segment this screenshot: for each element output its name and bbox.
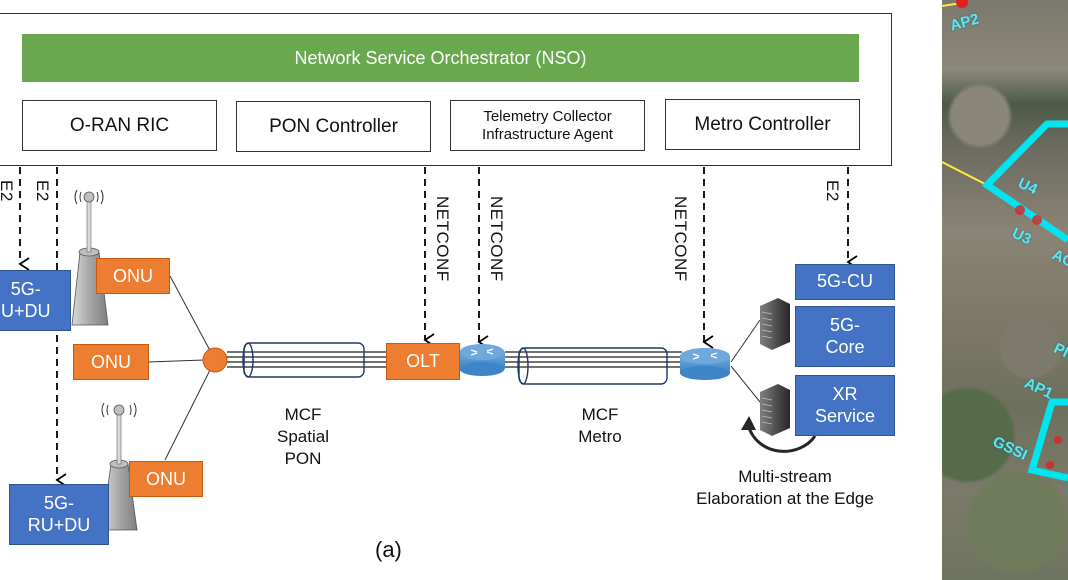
mcf-metro-cable xyxy=(505,347,682,385)
telemetry-label-line1: Telemetry Collector xyxy=(483,107,612,125)
ru-du-box-1[interactable]: 5G-U+DU xyxy=(0,270,71,331)
olt-label: OLT xyxy=(406,351,440,371)
5g-cu-box[interactable]: 5G-CU xyxy=(795,264,895,300)
server-rack-icon-2 xyxy=(760,384,790,436)
satellite-map[interactable]: AP2 U4 U3 AC PI AP1 GSSI xyxy=(942,0,1068,580)
network-service-orchestrator[interactable]: Network Service Orchestrator (NSO) xyxy=(22,34,859,82)
loop-arrow-icon xyxy=(741,416,817,453)
figure-label: (a) xyxy=(375,537,402,562)
mcf-spatial-pon-cable xyxy=(227,342,387,378)
antenna-tower-icon-2 xyxy=(101,402,138,531)
metro-controller-label: Metro Controller xyxy=(694,113,831,135)
ru-du-2-line1: 5G- xyxy=(43,492,74,513)
map-marker-ap2 xyxy=(956,0,968,8)
router-icon-1 xyxy=(459,344,505,376)
map-marker-u4 xyxy=(1015,205,1025,215)
ru-du-2-line2: RU+DU xyxy=(27,514,91,535)
onu-2-label: ONU xyxy=(91,351,131,372)
e2-cu-label: E2 xyxy=(823,180,842,202)
oran-ric-label: O-RAN RIC xyxy=(69,114,170,136)
5g-core-line1: 5G- xyxy=(829,314,860,335)
oran-ric-box[interactable]: O-RAN RIC xyxy=(22,100,217,151)
onu-box-3[interactable]: ONU xyxy=(129,461,203,497)
e2-label-b: E2 xyxy=(33,180,52,202)
map-marker-u3 xyxy=(1032,215,1042,225)
nso-label: Network Service Orchestrator (NSO) xyxy=(294,47,587,68)
splitter-icon xyxy=(202,347,228,373)
telemetry-label-line2: Infrastructure Agent xyxy=(482,125,613,143)
server-rack-icon-1 xyxy=(760,298,790,350)
netconf-router1-label: NETCONF xyxy=(487,196,506,282)
ru-du-1-line2: U+DU xyxy=(1,300,51,321)
metro-controller-box[interactable]: Metro Controller xyxy=(665,99,860,150)
olt-box[interactable]: OLT xyxy=(386,343,460,380)
xr-service-line1: XR xyxy=(832,383,858,404)
5g-core-line2: Core xyxy=(825,336,865,357)
onu-box-2[interactable]: ONU xyxy=(73,344,149,380)
ru-du-box-2[interactable]: 5G-RU+DU xyxy=(9,484,109,545)
pon-controller-label: PON Controller xyxy=(269,115,398,137)
router-icon-2 xyxy=(680,348,730,380)
ru-du-1-line1: 5G- xyxy=(10,278,41,299)
onu-3-label: ONU xyxy=(146,468,186,489)
pon-controller-box[interactable]: PON Controller xyxy=(236,101,431,152)
map-overlay xyxy=(942,0,1068,482)
map-marker-gssi xyxy=(1046,461,1054,469)
5g-cu-label: 5G-CU xyxy=(816,271,873,292)
netconf-router2-label: NETCONF xyxy=(671,196,690,282)
onu-box-1[interactable]: ONU xyxy=(96,258,170,294)
5g-core-box[interactable]: 5G-Core xyxy=(795,306,895,367)
onu-1-label: ONU xyxy=(113,265,153,286)
xr-service-line2: Service xyxy=(814,405,876,426)
e2-label-a: E2 xyxy=(0,180,16,202)
map-marker-ap1 xyxy=(1054,436,1062,444)
diagram-connections xyxy=(18,167,858,531)
netconf-olt-label: NETCONF xyxy=(433,196,452,282)
